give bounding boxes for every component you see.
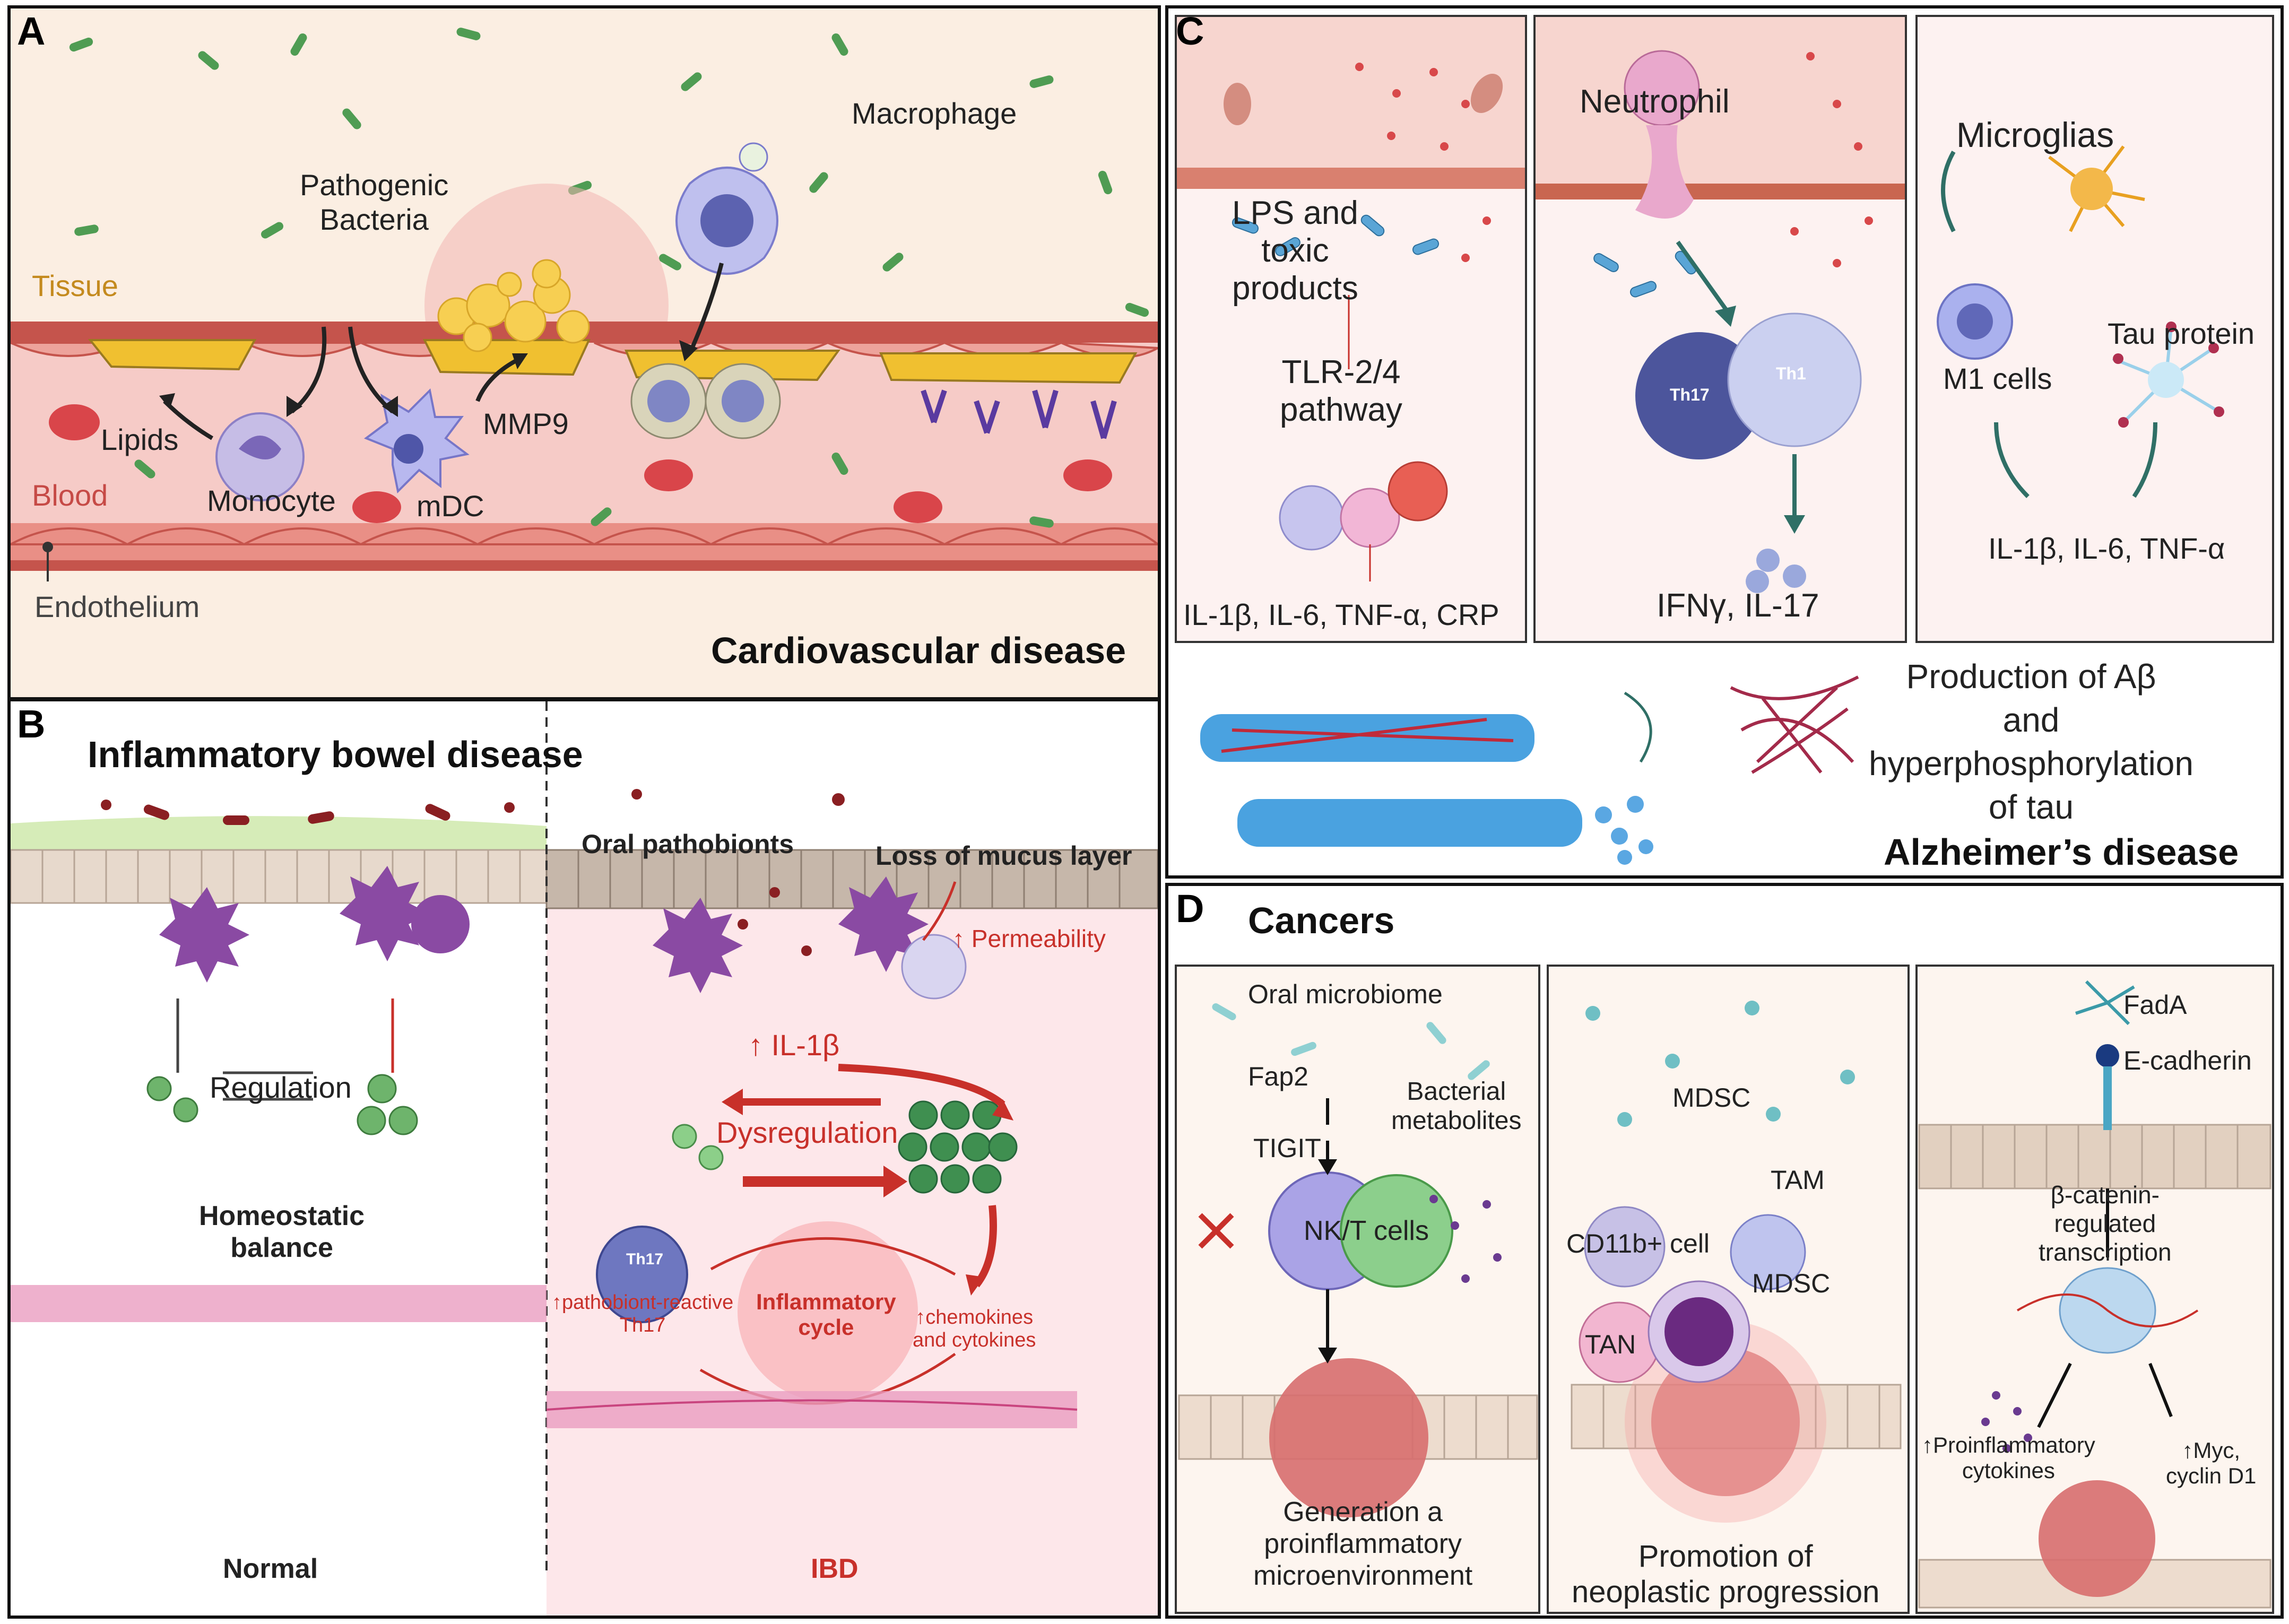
mmp9-label: MMP9 bbox=[483, 407, 569, 440]
abeta-production-label: Production of Aβ and hyperphosphorylatio… bbox=[1869, 657, 2193, 826]
panel-d-artwork bbox=[1168, 886, 2281, 1616]
microglias-label: Microglias bbox=[1956, 115, 2114, 154]
panel-c-letter: C bbox=[1176, 9, 1204, 53]
tam-label: TAM bbox=[1771, 1165, 1825, 1195]
monocyte-label: Monocyte bbox=[207, 484, 336, 517]
fap2-label: Fap2 bbox=[1248, 1062, 1308, 1091]
panel-c-title: Alzheimer’s disease bbox=[1884, 831, 2239, 873]
panel-c-artwork bbox=[1168, 8, 2281, 875]
th17-cell-label: Th17 bbox=[626, 1250, 664, 1268]
chemokines-label: ↑chemokines and cytokines bbox=[913, 1306, 1036, 1351]
tissue-label: Tissue bbox=[32, 269, 118, 302]
oral-microbiome-label: Oral microbiome bbox=[1248, 979, 1443, 1009]
proinflammatory-cytokines-label: ↑Proinflammatory cytokines bbox=[1922, 1432, 2095, 1483]
panel-a-title: Cardiovascular disease bbox=[711, 630, 1126, 671]
lps-toxic-products-label: LPS and toxic products bbox=[1232, 195, 1358, 307]
panel-d: D Cancers Oral microbiome Fap2 Bacterial… bbox=[1165, 883, 2284, 1619]
nkt-cells-label: NK/T cells bbox=[1304, 1215, 1429, 1246]
panel-b: B Inflammatory bowel disease Oral pathob… bbox=[7, 698, 1161, 1619]
e-cadherin-label: E-cadherin bbox=[2123, 1046, 2252, 1075]
blood-label: Blood bbox=[32, 479, 108, 512]
panel-c-cytokines-1: IL-1β, IL-6, TNF-α, CRP bbox=[1183, 598, 1499, 631]
tlr-pathway-label: TLR-2/4 pathway bbox=[1280, 354, 1402, 428]
m1-cells-label: M1 cells bbox=[1943, 362, 2052, 395]
beta-catenin-label: β-catenin- regulated transcription bbox=[2039, 1181, 2172, 1266]
il1b-label: ↑ IL-1β bbox=[748, 1028, 840, 1062]
inflammatory-cycle-label: Inflammatory cycle bbox=[756, 1289, 896, 1340]
ibd-label: IBD bbox=[811, 1553, 859, 1584]
panel-c: C LPS and toxic products TLR-2/4 pathway… bbox=[1165, 5, 2284, 879]
mdc-label: mDC bbox=[417, 489, 484, 523]
lipids-label: Lipids bbox=[101, 423, 179, 456]
tigit-label: TIGIT bbox=[1253, 1133, 1321, 1163]
generation-proinflammatory-label: Generation a proinflammatory microenviro… bbox=[1253, 1497, 1473, 1591]
dysregulation-label: Dysregulation bbox=[716, 1116, 898, 1149]
loss-of-mucus-label: Loss of mucus layer bbox=[875, 841, 1132, 871]
th17-label: Th17 bbox=[1670, 385, 1710, 404]
regulation-label: Regulation bbox=[210, 1071, 352, 1104]
endothelium-label: Endothelium bbox=[34, 590, 200, 623]
panel-c-cytokines-3: IL-1β, IL-6, TNF-α bbox=[1988, 532, 2225, 565]
pathogenic-bacteria-label: Pathogenic Bacteria bbox=[300, 168, 449, 236]
panel-a: A Macrophage Pathogenic Bacteria Tissue … bbox=[7, 5, 1161, 700]
fada-label: FadA bbox=[2123, 990, 2187, 1020]
myc-cyclin-label: ↑Myc, cyclin D1 bbox=[2166, 1438, 2257, 1488]
panel-a-artwork bbox=[11, 8, 1158, 697]
mdsc-label-2: MDSC bbox=[1752, 1269, 1831, 1298]
panel-b-letter: B bbox=[17, 702, 46, 746]
tau-protein-label: Tau protein bbox=[2108, 317, 2255, 350]
permeability-label: ↑ Permeability bbox=[952, 925, 1106, 952]
th1-label: Th1 bbox=[1776, 364, 1806, 383]
normal-label: Normal bbox=[223, 1553, 318, 1584]
pathobiont-reactive-label: ↑pathobiont-reactive Th17 bbox=[552, 1291, 734, 1336]
panel-d-title: Cancers bbox=[1248, 900, 1395, 941]
macrophage-label: Macrophage bbox=[852, 97, 1017, 130]
oral-pathobionts-label: Oral pathobionts bbox=[582, 829, 794, 859]
neutrophil-label: Neutrophil bbox=[1580, 83, 1730, 120]
tan-label: TAN bbox=[1585, 1330, 1636, 1359]
bacterial-metabolites-label: Bacterial metabolites bbox=[1391, 1078, 1522, 1135]
panel-d-letter: D bbox=[1176, 887, 1204, 931]
ifn-il17-label: IFNγ, IL-17 bbox=[1657, 587, 1819, 624]
panel-a-letter: A bbox=[17, 9, 46, 53]
homeostatic-balance-label: Homeostatic balance bbox=[199, 1201, 365, 1263]
panel-b-artwork bbox=[11, 701, 1158, 1616]
panel-b-title: Inflammatory bowel disease bbox=[88, 734, 583, 775]
promotion-neoplastic-label: Promotion of neoplastic progression bbox=[1572, 1539, 1880, 1609]
mdsc-label-1: MDSC bbox=[1672, 1083, 1751, 1113]
cd11b-cell-label: CD11b+ cell bbox=[1566, 1229, 1710, 1258]
